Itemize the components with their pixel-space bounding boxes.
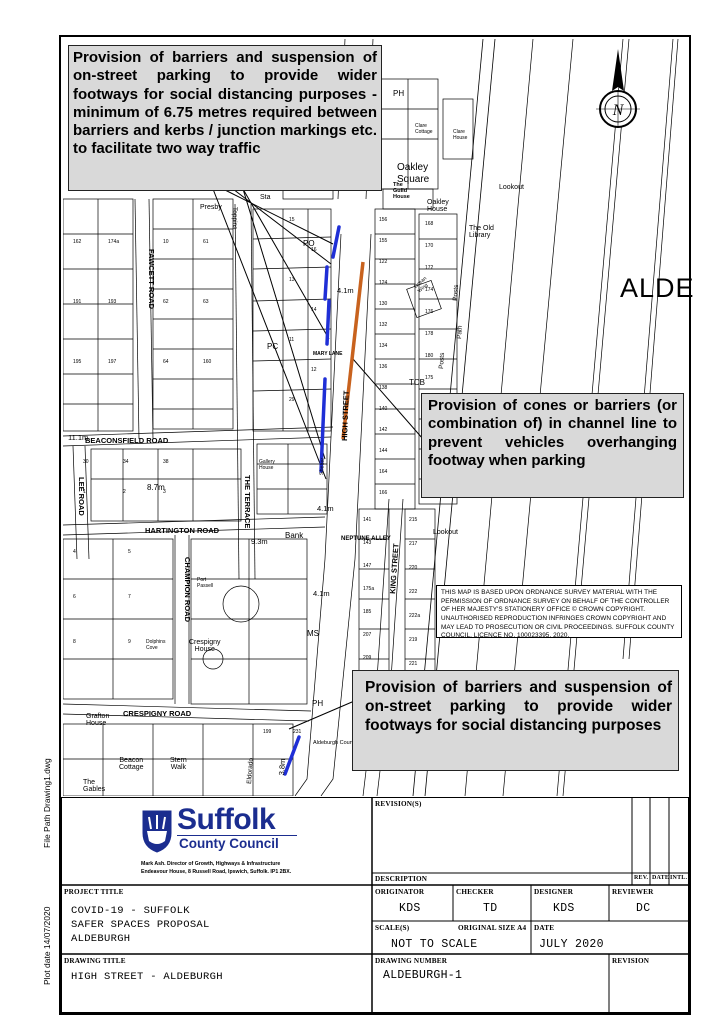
road-label-beaconsfield-road: BEACONSFIELD ROAD	[85, 436, 169, 445]
road-label-high-street: HIGH STREET	[340, 390, 351, 441]
callout-2-text: Provision of cones or barriers (or combi…	[428, 397, 677, 469]
drawing-number-value: ALDEBURGH-1	[383, 969, 463, 982]
callout-leader-lines	[212, 188, 424, 730]
callout-3-text: Provision of barriers and suspension of …	[365, 679, 672, 734]
barrier-north-po	[331, 225, 341, 259]
north-arrow	[596, 49, 640, 128]
title-block-grid	[61, 797, 689, 1013]
barrier-south	[283, 735, 301, 776]
checker-label: CHECKER	[456, 888, 494, 896]
logo-suffolk-text: Suffolk	[177, 803, 276, 836]
drawing-sheet-frame	[59, 35, 691, 1015]
path-label: Path	[456, 325, 464, 339]
callout-1-text: Provision of barriers and suspension of …	[73, 49, 377, 158]
originator-label: ORIGINATOR	[375, 888, 425, 896]
callout-barriers-two-way: Provision of barriers and suspension of …	[68, 45, 382, 191]
callout-cones-channel-line: Provision of cones or barriers (or combi…	[421, 393, 684, 498]
plot-date-text: Plot date 14/07/2020	[42, 906, 52, 985]
drawing-number-label: DRAWING NUMBER	[375, 957, 448, 965]
project-title-line-2: SAFER SPACES PROPOSAL	[71, 919, 210, 931]
road-label-champion-road: CHAMPION ROAD	[183, 557, 192, 623]
description-label: DESCRIPTION	[375, 875, 428, 883]
project-title-line-1: COVID-19 - SUFFOLK	[71, 905, 190, 917]
drawing-title-label: DRAWING TITLE	[64, 957, 126, 965]
road-label-crespigny-road: CRESPIGNY ROAD	[123, 709, 192, 718]
eldorado-label: Eldorado	[246, 757, 255, 784]
road-label-king-street: KING STREET	[388, 543, 401, 594]
drawing-title-value: HIGH STREET - ALDEBURGH	[71, 971, 223, 983]
revisions-label: REVISION(S)	[375, 800, 422, 808]
designer-value: KDS	[553, 902, 575, 915]
map-linework	[63, 39, 679, 796]
posts-label-2: Posts	[438, 352, 446, 369]
road-labels-light: Posts Posts Path Toppins Eldorado Aldebu…	[231, 207, 464, 784]
map-canvas[interactable]: N HIGH STREET THE TERRACE FAWCETT ROAD B…	[63, 39, 687, 796]
intl-label: INTL.	[670, 875, 688, 881]
suffolk-crest-icon	[142, 810, 172, 853]
revision-label: REVISION	[612, 957, 650, 965]
road-labels: HIGH STREET THE TERRACE FAWCETT ROAD BEA…	[77, 249, 401, 718]
project-title-label: PROJECT TITLE	[64, 888, 124, 896]
file-path-text: File Path Drawing1.dwg	[42, 758, 52, 848]
scale-label: SCALE(S)	[375, 924, 410, 932]
barrier-lines[interactable]	[283, 225, 341, 776]
posts-label: Posts	[452, 284, 460, 301]
road-label-neptune-alley: NEPTUNE ALLEY	[341, 536, 391, 542]
road-label-lee-road: LEE ROAD	[77, 477, 86, 516]
north-label: N	[612, 102, 625, 119]
barrier-high-street-west	[319, 377, 327, 473]
road-label-hartington-road: HARTINGTON ROAD	[145, 526, 220, 535]
road-label-fawcett-road: FAWCETT ROAD	[147, 249, 156, 310]
logo-county-council-text: County Council	[179, 836, 279, 851]
rev-label: REV.	[634, 875, 649, 881]
date-value: JULY 2020	[539, 938, 604, 951]
designer-label: DESIGNER	[534, 888, 574, 896]
road-label-the-terrace: THE TERRACE	[243, 475, 252, 528]
address-line-2: Endeavour House, 8 Russell Road, Ipswich…	[141, 869, 292, 875]
cones-line[interactable]	[341, 261, 365, 440]
reviewer-label: REVIEWER	[612, 888, 654, 896]
town-label: ALDE	[620, 273, 695, 303]
reviewer-value: DC	[636, 902, 651, 915]
callout-barriers-south: Provision of barriers and suspension of …	[352, 670, 679, 771]
scale-value: NOT TO SCALE	[391, 938, 478, 951]
road-label-mary-lane: MARY LANE	[313, 351, 343, 357]
address-line-1: Mark Ash. Director of Growth, Highways &…	[141, 861, 281, 867]
originator-value: KDS	[399, 902, 421, 915]
aldeburgh-court-label: Aldeburgh Court	[313, 740, 354, 746]
rev-date-label: DATE	[652, 875, 670, 881]
toppins-label: Toppins	[231, 207, 238, 230]
checker-value: TD	[483, 902, 498, 915]
project-title-line-3: ALDEBURGH	[71, 933, 131, 945]
date-label: DATE	[534, 924, 555, 932]
title-block: Suffolk County Council Mark Ash. Directo…	[61, 797, 689, 1013]
logo-rule	[177, 835, 297, 836]
original-size-label: ORIGINAL SIZE A4	[458, 924, 527, 932]
ordnance-survey-notice: This map is based upon Ordnance Survey m…	[436, 585, 682, 639]
